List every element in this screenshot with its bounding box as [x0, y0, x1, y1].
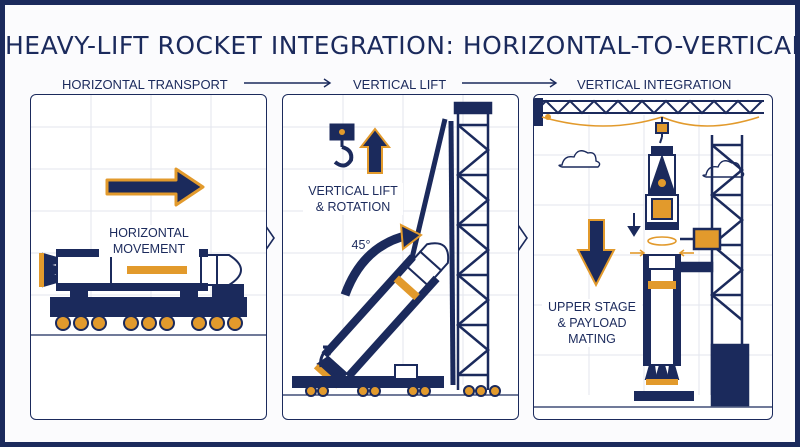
small-arrow-icon: [319, 345, 333, 368]
rotation-angle-label: 45°: [351, 238, 371, 252]
stage-label-vertical-lift: VERTICAL LIFT: [353, 77, 447, 92]
launch-tower: [453, 101, 493, 390]
integration-tower: [678, 135, 750, 407]
panel-vertical-lift: VERTICAL LIFT & ROTATION 45°: [282, 94, 519, 420]
stage-label-horizontal-transport: HORIZONTAL TRANSPORT: [62, 77, 228, 92]
main-title: HEAVY-LIFT ROCKET INTEGRATION: HORIZONTA…: [5, 31, 800, 60]
strongback-arm: [405, 118, 456, 386]
alignment-arrows: [630, 236, 694, 257]
panel-connector-chevron-2: [517, 224, 528, 252]
arrow-down-icon: [576, 219, 616, 288]
crane-boom: [534, 98, 764, 127]
caption-upper-stage-payload-mating: UPPER STAGE & PAYLOAD MATING: [542, 299, 642, 347]
rotation-arrow-icon: [340, 223, 423, 297]
panel-horizontal-transport: HORIZONTAL MOVEMENT: [30, 94, 267, 420]
caption-horizontal-movement: HORIZONTAL MOVEMENT: [99, 225, 199, 257]
panel-vertical-integration: UPPER STAGE & PAYLOAD MATING: [533, 94, 773, 420]
panel-connector-chevron-1: [264, 224, 275, 252]
caption-vertical-lift-rotation: VERTICAL LIFT & ROTATION: [303, 183, 403, 215]
cloud-icon: [558, 150, 601, 168]
transporter-vehicle: [292, 364, 501, 397]
arrow-right-icon: [105, 167, 205, 207]
rocket-vertical: [643, 254, 681, 385]
arrow-up-icon: [358, 127, 392, 174]
transporter-vehicle: [50, 284, 247, 331]
launch-mount: [634, 391, 694, 401]
rocket-tilted: [313, 242, 450, 389]
stage-label-vertical-integration: VERTICAL INTEGRATION: [577, 77, 732, 92]
payload-fairing: [645, 117, 679, 230]
crane-hook-icon: [329, 123, 355, 168]
small-arrow-down-icon: [627, 213, 641, 237]
